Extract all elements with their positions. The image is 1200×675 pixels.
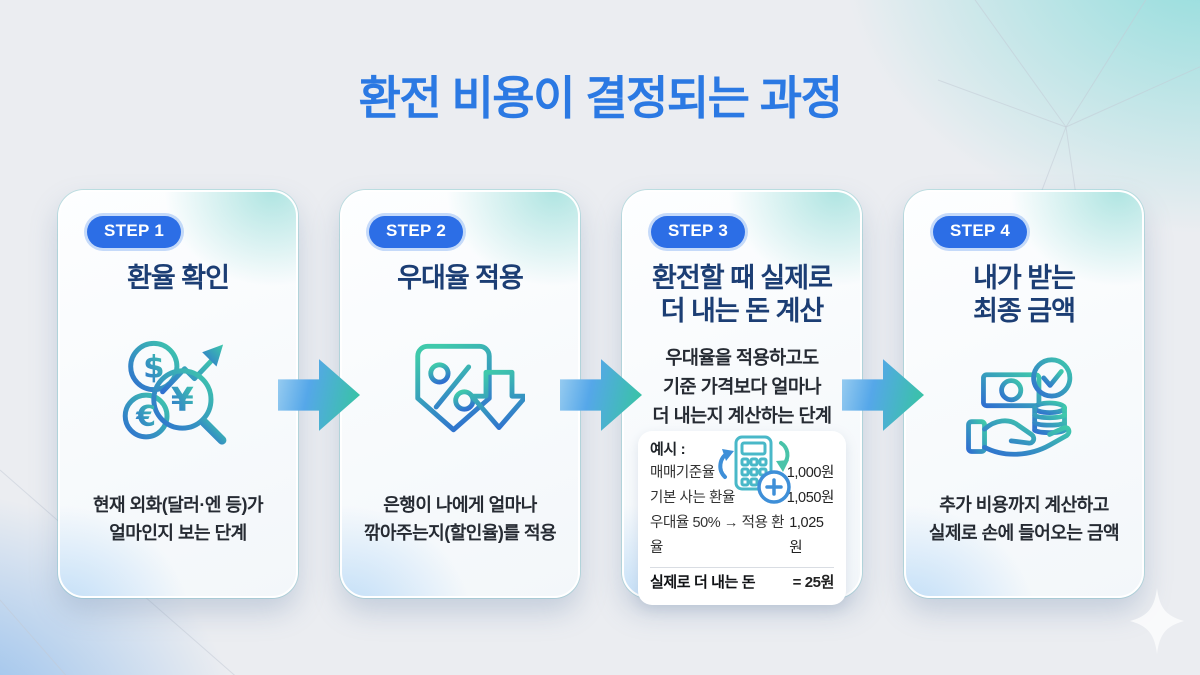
svg-text:€: € [135,399,156,433]
step-3-badge: STEP 3 [651,216,746,248]
step-1-title-line: 환율 확인 [127,263,230,293]
step-4-badge: STEP 4 [933,216,1028,248]
step-1-title: 환율 확인 [127,262,230,295]
step-4-title-line: 최종 금액 [973,296,1076,327]
desc-line: 추가 비용까지 계산하고 [939,495,1109,516]
calculator-icon [718,435,791,504]
example-total-row: 실제로 더 내는 돈 = 25원 [650,571,834,595]
step-card-1: STEP 1 환율 확인 $ € ¥ 현재 외화(달러·엔 등)가 얼마 [58,190,298,598]
discount-tag-icon [395,295,525,492]
desc-line: 은행이 나에게 얼마나 [383,495,537,516]
step-3-title-line: 더 내는 돈 계산 [660,296,825,327]
example-divider [650,566,834,568]
example-row-value: 1,025원 [789,514,824,556]
desc-line: 기준 가격보다 얼마나 [663,376,821,398]
desc-line: 얼마인지 보는 단계 [109,523,247,544]
step-4-title: 내가 받는 최종 금액 [973,262,1076,329]
example-row: 매매기준율 1,000원 [650,461,834,486]
example-total-label: 실제로 더 내는 돈 [650,573,756,591]
step-2-title: 우대율 적용 [397,262,524,295]
step-card-2: STEP 2 우대율 적용 은행이 나에게 얼마나 깎아주는지(할인율)를 적용 [340,190,580,598]
step-2-description: 은행이 나에게 얼마나 깎아주는지(할인율)를 적용 [363,492,557,548]
example-row: 기본 사는 환율 1,050원 [650,486,834,511]
step-4-title-line: 내가 받는 [973,263,1076,293]
example-total-value: = 25원 [792,573,835,591]
step-3-title: 환전할 때 실제로 더 내는 돈 계산 [652,262,833,329]
example-row-label: 매매기준율 [650,464,715,481]
desc-line: 실제로 손에 들어오는 금액 [928,523,1120,544]
sparkle-icon [1130,588,1184,654]
svg-text:$: $ [143,349,164,385]
desc-line: 우대율을 적용하고도 [665,346,819,368]
example-box: 예시 : 매매기준율 1,000원 기본 사는 [638,430,846,605]
example-row-value: 1,000원 [786,464,835,481]
desc-line: 깎아주는지(할인율)를 적용 [363,523,557,544]
step-card-3: STEP 3 환전할 때 실제로 더 내는 돈 계산 우대율을 적용하고도 기준… [622,190,862,605]
step-1-description: 현재 외화(달러·엔 등)가 얼마인지 보는 단계 [92,492,264,548]
desc-line: 더 내는지 계산하는 단계 [652,405,832,427]
example-label: 예시 : [650,440,686,458]
desc-line: 현재 외화(달러·엔 등)가 [92,495,264,516]
step-1-badge: STEP 1 [87,216,182,248]
currency-search-icon: $ € ¥ [112,295,244,492]
step-2-badge: STEP 2 [369,216,464,248]
step-3-description: 우대율을 적용하고도 기준 가격보다 얼마나 더 내는지 계산하는 단계 [652,343,832,431]
example-row-label: 우대율 50% → 적용 환율 [650,514,785,556]
example-row-label: 기본 사는 환율 [650,489,735,506]
step-2-title-line: 우대율 적용 [397,263,524,293]
example-row: 우대율 50% → 적용 환율 1,025원 [650,511,834,561]
money-in-hand-icon [960,329,1088,492]
step-card-4: STEP 4 내가 받는 최종 금액 [904,190,1144,598]
step-4-description: 추가 비용까지 계산하고 실제로 손에 들어오는 금액 [928,492,1120,548]
example-row-value: 1,050원 [786,489,835,506]
page-title: 환전 비용이 결정되는 과정 [358,72,843,124]
svg-text:¥: ¥ [171,379,194,418]
step-3-title-line: 환전할 때 실제로 [652,263,833,293]
